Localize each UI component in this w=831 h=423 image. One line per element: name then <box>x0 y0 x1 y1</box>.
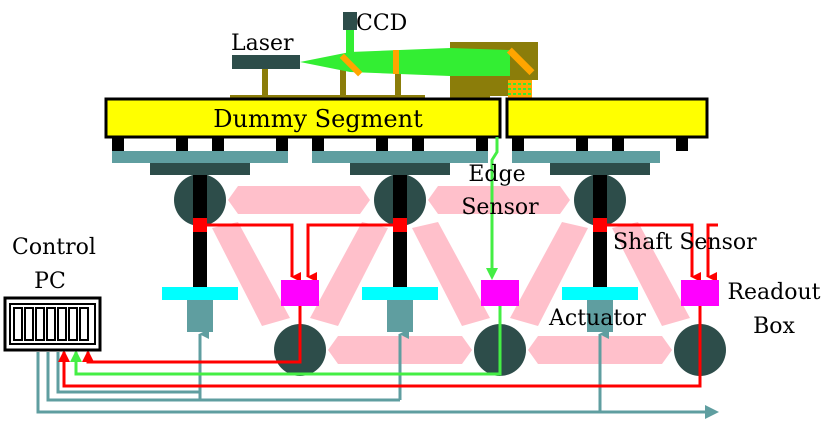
actuator-cables <box>36 329 708 414</box>
beam-splitter <box>339 53 363 77</box>
shaft-sensor-marker <box>393 218 407 232</box>
adjacent-segment <box>505 97 709 139</box>
edge-sensor-label-line2: Sensor <box>461 195 539 220</box>
readout-box <box>681 280 719 306</box>
control-pc-label-line1: Control <box>12 235 96 260</box>
actuator-plate <box>362 287 438 300</box>
dummy-segment-label: Dummy Segment <box>213 105 423 133</box>
readout-box <box>281 280 319 306</box>
bench-post <box>340 68 346 96</box>
ccd-sensor <box>343 12 357 30</box>
laser-head <box>232 55 300 69</box>
ccd-beam <box>346 28 354 58</box>
shaft-sensor-marker <box>593 218 607 232</box>
actuator-body <box>387 300 413 332</box>
bench-post <box>395 68 401 96</box>
actuator-plate <box>562 287 638 300</box>
bench-post <box>262 68 268 96</box>
readout-box-label-line2: Box <box>753 314 795 339</box>
actuator-body <box>187 300 213 332</box>
optics-bench <box>230 12 538 101</box>
dummy-segment <box>104 97 502 139</box>
laser-beam <box>300 48 510 76</box>
actuator-columns <box>162 174 638 332</box>
computer-icon <box>3 296 102 352</box>
actuator-body <box>587 300 613 332</box>
laser-label: Laser <box>231 31 294 56</box>
whiffletrees <box>112 137 688 175</box>
readout-box <box>481 280 519 306</box>
actuator-plate <box>162 287 238 300</box>
fold-mirror <box>506 47 535 76</box>
shaft-sensor-marker <box>193 218 207 232</box>
actuator-label: Actuator <box>548 306 646 331</box>
ccd-label: CCD <box>356 11 407 36</box>
edge-sensor-cables <box>74 137 502 376</box>
optic-lens <box>393 50 399 74</box>
shaft-sensor-label: Shaft Sensor <box>613 230 757 255</box>
control-pc-label-line2: PC <box>34 269 66 294</box>
edge-sensor-label-line1: Edge <box>468 162 525 187</box>
readout-box-label-line1: Readout <box>727 280 820 305</box>
